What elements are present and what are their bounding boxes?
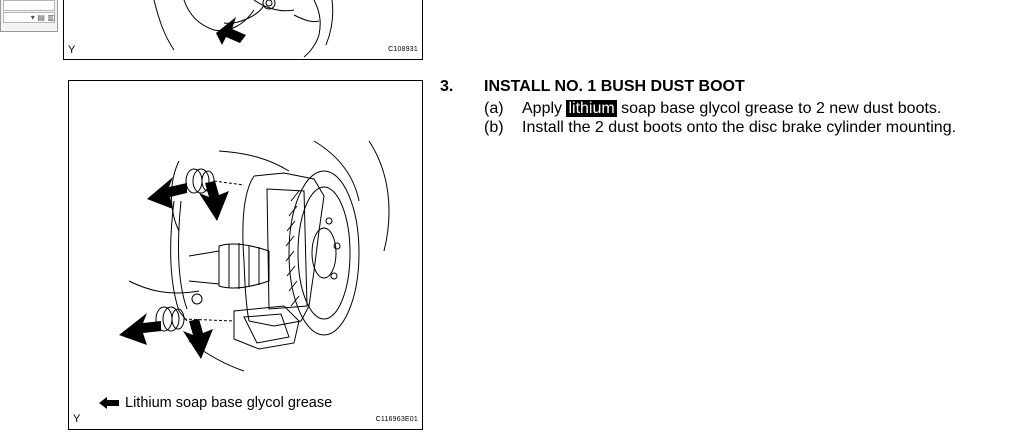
top-figure-arrow	[216, 17, 246, 45]
arrow-upper-down	[199, 181, 229, 221]
main-figure: Lithium soap base glycol grease Y C11696…	[68, 80, 423, 430]
toolbar-dropdown[interactable]	[3, 12, 55, 23]
substep-a-text-before: Apply	[522, 100, 567, 117]
substep-a-text-after: soap base glycol grease to 2 new dust bo…	[616, 100, 942, 117]
top-figure-corner-label: Y	[68, 44, 76, 56]
top-figure-code: C108931	[388, 46, 418, 53]
toolbar-field[interactable]	[3, 0, 55, 11]
install-step: 3. INSTALL NO. 1 BUSH DUST BOOT (a) Appl…	[440, 77, 1000, 137]
step-heading: 3. INSTALL NO. 1 BUSH DUST BOOT	[440, 77, 1000, 96]
top-figure-drawing	[153, 0, 334, 58]
arrow-left-icon	[99, 397, 119, 409]
substep-b-label: (b)	[484, 119, 504, 136]
arrow-upper-left	[147, 177, 187, 209]
top-figure: Y C108931	[63, 0, 423, 60]
grease-legend-label: Lithium soap base glycol grease	[125, 395, 333, 411]
brake-assembly-drawing	[119, 140, 390, 372]
partial-toolbar-widget: ▾ ▤ ▥	[0, 0, 58, 32]
arrow-lower-down	[183, 319, 213, 359]
substep-a: (a) Apply lithium soap base glycol greas…	[440, 99, 1000, 118]
highlighted-term[interactable]: lithium	[566, 100, 617, 117]
substep-a-label: (a)	[484, 100, 504, 117]
grease-legend: Lithium soap base glycol grease	[99, 395, 332, 411]
substep-a-text: Apply lithium soap base glycol grease to…	[522, 99, 1000, 118]
toolbar-icons: ▾ ▤ ▥	[30, 13, 55, 22]
substep-b: (b) Install the 2 dust boots onto the di…	[440, 118, 1000, 137]
arrow-lower-left	[119, 313, 161, 345]
step-title: INSTALL NO. 1 BUSH DUST BOOT	[484, 78, 745, 95]
main-figure-code: C116963E01	[375, 416, 418, 423]
substep-b-text: Install the 2 dust boots onto the disc b…	[522, 119, 957, 136]
main-figure-corner-label: Y	[73, 413, 81, 425]
step-number: 3.	[440, 78, 454, 95]
